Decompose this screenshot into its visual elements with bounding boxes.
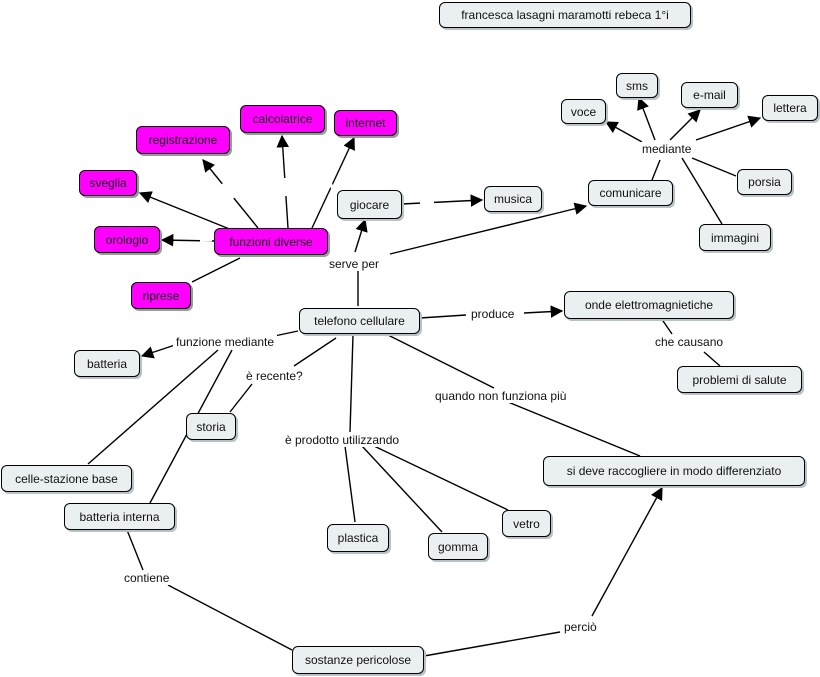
node-batteria-interna[interactable]: batteria interna: [64, 503, 175, 530]
link-label-mediante: mediante: [639, 142, 695, 156]
link-label-e-recente: è recente?: [243, 369, 306, 383]
link-label-prodotto-utilizzando: è prodotto utilizzando: [282, 433, 403, 447]
author-title-box: francesca lasagni maramotti rebeca 1°i: [439, 2, 691, 28]
node-onde-elettromagnetiche[interactable]: onde elettromagnietiche: [564, 291, 734, 319]
node-registrazione[interactable]: registrazione: [136, 126, 230, 154]
node-immagini[interactable]: immagini: [699, 224, 771, 251]
node-vetro[interactable]: vetro: [502, 510, 551, 537]
link-label-funzione-mediante: funzione mediante: [173, 335, 278, 349]
link-label-quando-non-funziona: quando non funziona più: [432, 389, 570, 403]
node-calcolatrice[interactable]: calcolatrice: [240, 105, 325, 133]
node-batteria[interactable]: batteria: [74, 350, 140, 377]
node-celle-stazione-base[interactable]: celle-stazione base: [1, 465, 132, 492]
node-porsia[interactable]: porsia: [737, 169, 792, 195]
link-label-serve-per: serve per: [326, 257, 383, 271]
link-label-produce: produce: [468, 307, 518, 321]
node-problemi-di-salute[interactable]: problemi di salute: [677, 366, 802, 393]
link-label-percio: perciò: [561, 620, 600, 634]
node-email[interactable]: e-mail: [681, 82, 738, 108]
node-sostanze-pericolose[interactable]: sostanze pericolose: [292, 646, 424, 674]
node-sms[interactable]: sms: [616, 73, 658, 98]
node-sveglia[interactable]: sveglia: [79, 170, 137, 196]
node-comunicare[interactable]: comunicare: [588, 180, 673, 206]
node-giocare[interactable]: giocare: [337, 190, 402, 219]
link-label-che-causano: che causano: [652, 335, 727, 349]
node-internet[interactable]: internet: [334, 110, 397, 136]
node-riprese[interactable]: riprese: [131, 282, 191, 309]
node-plastica[interactable]: plastica: [327, 524, 389, 552]
node-funzioni-diverse[interactable]: funzioni diverse: [214, 228, 328, 255]
node-storia[interactable]: storia: [186, 413, 236, 440]
node-orologio[interactable]: orologio: [94, 226, 160, 253]
node-musica[interactable]: musica: [484, 186, 542, 212]
node-voce[interactable]: voce: [561, 99, 606, 124]
node-raccogliere-differenziato[interactable]: si deve raccogliere in modo differenziat…: [543, 456, 805, 486]
node-telefono-cellulare[interactable]: telefono cellulare: [299, 308, 420, 334]
node-gomma[interactable]: gomma: [428, 533, 488, 560]
node-lettera[interactable]: lettera: [762, 95, 818, 121]
link-label-contiene: contiene: [121, 571, 173, 585]
